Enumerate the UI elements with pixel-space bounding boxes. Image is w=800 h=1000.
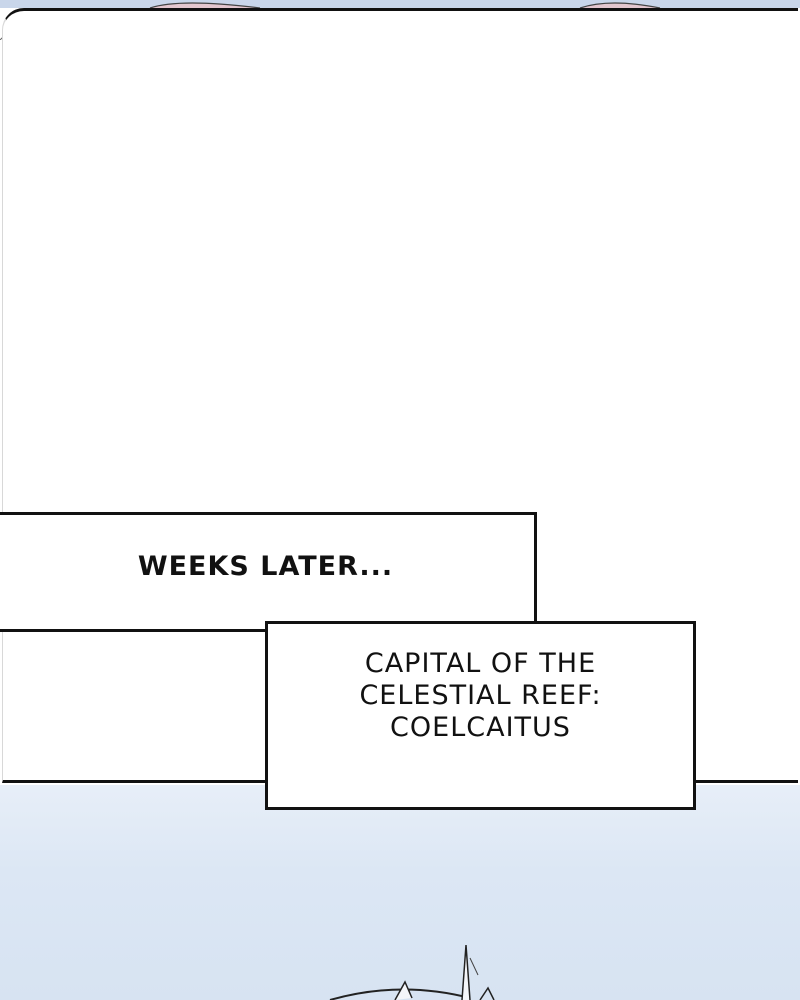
caption-box-location: CAPITAL OF THE CELESTIAL REEF: COELCAITU… (265, 621, 696, 810)
bottom-illustration-fragment (329, 944, 495, 1000)
caption-text-weeks-later: WEEKS LATER... (137, 550, 394, 582)
caption-box-weeks-later: WEEKS LATER... (0, 512, 537, 632)
top-sky-strip (0, 0, 800, 8)
bottom-sky-background (0, 785, 800, 1000)
caption-text-location: CAPITAL OF THE CELESTIAL REEF: COELCAITU… (359, 647, 602, 743)
